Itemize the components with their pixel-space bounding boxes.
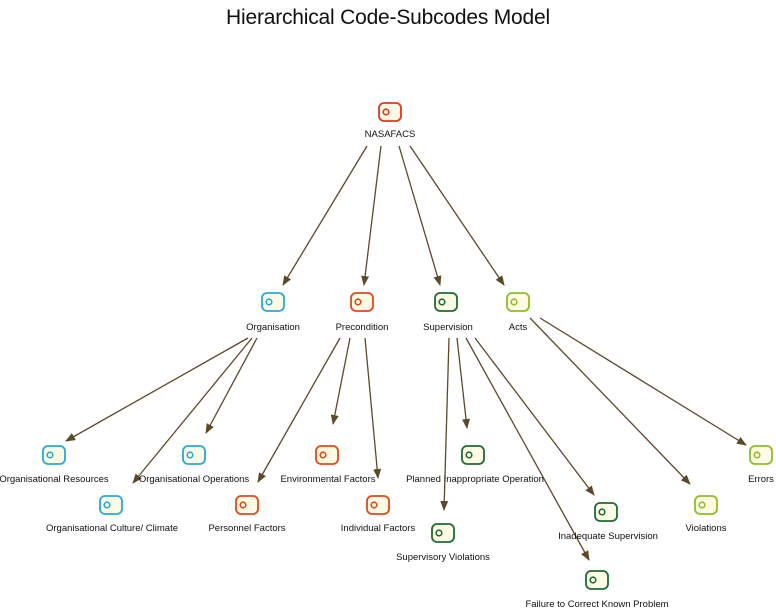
node-org-resources[interactable]: Organisational Resources [0,445,109,485]
node-label: Precondition [336,322,389,333]
edge-supervision-to-supervisory_violations [440,337,450,511]
node-failure-correct[interactable]: Failure to Correct Known Problem [525,570,669,610]
node-label: Acts [509,322,528,333]
code-node-icon [506,292,530,312]
node-label: Failure to Correct Known Problem [525,599,668,610]
edge-precondition-to-individual [364,337,382,479]
node-violations[interactable]: Violations [685,495,727,534]
node-org-culture[interactable]: Organisational Culture/ Climate [46,495,178,534]
node-planned-inappropriate[interactable]: Planned Inappropriate Operation [406,445,544,485]
node-label: Environmental Factors [280,474,375,485]
edge-nasafacs-to-acts [409,145,505,286]
code-node-icon [366,495,390,515]
code-node-icon [749,445,773,465]
edge-acts-to-errors [539,317,747,446]
node-inadequate-supervision[interactable]: Inadequate Supervision [558,502,658,542]
code-node-icon [594,502,618,522]
node-label: Supervision [423,322,473,333]
node-label: NASAFACS [365,129,416,140]
node-label: Organisational Resources [0,474,109,485]
edge-nasafacs-to-supervision [398,145,442,286]
code-node-icon [431,523,455,543]
code-node-icon [99,495,123,515]
node-label: Organisation [246,322,300,333]
node-label: Individual Factors [341,523,416,534]
code-node-icon [261,292,285,312]
code-node-icon [434,292,458,312]
code-node-icon [694,495,718,515]
edge-supervision-to-planned_inappropriate [456,337,470,429]
node-precondition[interactable]: Precondition [336,292,389,333]
edge-precondition-to-environmental [330,337,351,425]
code-node-icon [182,445,206,465]
node-label: Organisational Operations [139,474,250,485]
node-supervision[interactable]: Supervision [423,292,473,333]
diagram-title: Hierarchical Code-Subcodes Model [226,6,550,29]
code-node-icon [350,292,374,312]
node-errors[interactable]: Errors [748,445,774,485]
edge-nasafacs-to-precondition [361,145,382,286]
node-label: Organisational Culture/ Climate [46,523,178,534]
edges-layer [65,145,747,561]
node-organisation[interactable]: Organisation [246,292,300,333]
node-label: Planned Inappropriate Operation [406,474,544,485]
code-node-icon [315,445,339,465]
code-node-icon [585,570,609,590]
node-individual[interactable]: Individual Factors [341,495,416,534]
node-label: Violations [685,523,726,534]
node-label: Personnel Factors [208,523,285,534]
edge-supervision-to-failure_correct [465,337,590,561]
code-node-icon [378,102,402,122]
edge-nasafacs-to-organisation [282,145,368,286]
edge-organisation-to-org_resources [65,337,249,442]
edge-precondition-to-personnel [257,337,341,483]
code-node-icon [235,495,259,515]
node-personnel[interactable]: Personnel Factors [208,495,286,534]
node-environmental[interactable]: Environmental Factors [280,445,376,485]
node-acts[interactable]: Acts [506,292,530,333]
node-nasafacs[interactable]: NASAFACS [365,102,416,140]
node-supervisory-violations[interactable]: Supervisory Violations [396,523,490,563]
code-node-icon [461,445,485,465]
edge-supervision-to-inadequate_supervision [474,337,595,496]
edge-organisation-to-org_operations [205,337,258,434]
node-org-operations[interactable]: Organisational Operations [139,445,250,485]
node-label: Errors [748,474,774,485]
node-label: Supervisory Violations [396,552,490,563]
code-node-icon [42,445,66,465]
node-label: Inadequate Supervision [558,531,658,542]
edge-organisation-to-org_culture [132,337,253,484]
edge-acts-to-violations [529,317,691,485]
